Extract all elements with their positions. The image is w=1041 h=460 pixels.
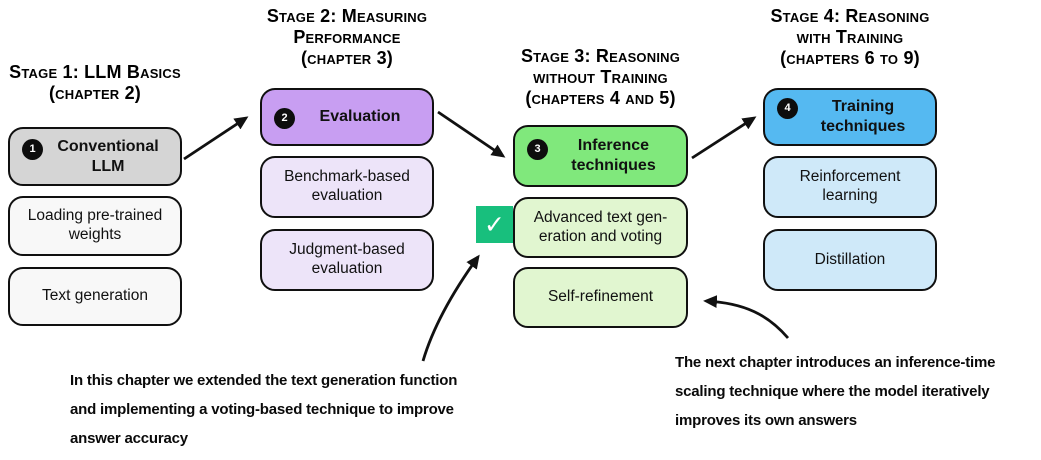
stage-4-title: Stage 4: Reasoning with Training (chapte… — [770, 6, 929, 69]
stage-1-title: Stage 1: LLM Basics (chapter 2) — [9, 62, 181, 104]
stage-3-title-line: without Training — [533, 67, 668, 87]
stage-4-title-line: (chapters 6 to 9) — [780, 48, 920, 68]
conventional-llm-box: 1 Conventional LLM — [8, 127, 182, 186]
training-techniques-label: Training techniques — [820, 98, 906, 135]
training-techniques-box: 4 Training techniques — [763, 88, 937, 146]
annotation-left-line: and implementing a voting-based techniqu… — [70, 401, 454, 418]
stage-2-title-line: Performance — [293, 27, 401, 47]
loading-pretrained-weights-label: Loading pre-trained weights — [27, 207, 163, 243]
annotation-right-line: improves its own answers — [675, 412, 857, 429]
stage-1-title-line: Stage 1: LLM Basics — [9, 62, 181, 82]
inference-techniques-box: 3 Inference techniques — [513, 125, 688, 187]
stage-1: Stage 1: LLM Basics (chapter 2) 1 Conven… — [8, 0, 182, 460]
self-refinement-box: Self-refinement — [513, 267, 688, 328]
benchmark-based-evaluation-box: Benchmark-based evaluation — [260, 156, 434, 218]
advanced-text-generation-voting-box: Advanced text gen-eration and voting — [513, 197, 688, 258]
benchmark-based-evaluation-label: Benchmark-based evaluation — [284, 168, 410, 204]
arrow-evaluation-to-inference — [437, 110, 506, 158]
checkmark-icon: ✓ — [484, 210, 505, 239]
stage-2-title: Stage 2: Measuring Performance (chapter … — [267, 6, 427, 69]
checkmark-badge: ✓ — [476, 206, 513, 243]
stage-2: Stage 2: Measuring Performance (chapter … — [260, 0, 434, 460]
conventional-llm-label: Conventional LLM — [57, 137, 159, 175]
judgment-based-evaluation-label: Judgment-based evaluation — [289, 241, 405, 277]
stage-3: Stage 3: Reasoning without Training (cha… — [513, 0, 688, 460]
step-3-badge: 3 — [527, 139, 548, 160]
stage-1-title-line: (chapter 2) — [48, 83, 142, 103]
evaluation-box: 2 Evaluation — [260, 88, 434, 146]
stage-2-title-line: Stage 2: Measuring — [266, 6, 428, 26]
annotation-left-line: answer accuracy — [70, 430, 188, 447]
self-refinement-label: Self-refinement — [547, 288, 654, 306]
annotation-right-line: scaling technique where the model iterat… — [675, 383, 990, 400]
stage-4: Stage 4: Reasoning with Training (chapte… — [763, 0, 937, 460]
stage-3-title-line: Stage 3: Reasoning — [520, 46, 681, 66]
step-4-badge: 4 — [777, 98, 798, 119]
stage-3-title: Stage 3: Reasoning without Training (cha… — [521, 46, 680, 109]
evaluation-label: Evaluation — [319, 108, 401, 126]
annotation-right: The next chapter introduces an inference… — [675, 348, 995, 435]
text-generation-label: Text generation — [42, 287, 148, 305]
reinforcement-learning-box: Reinforcement learning — [763, 156, 937, 218]
step-2-badge: 2 — [274, 108, 295, 129]
annotation-left: In this chapter we extended the text gen… — [70, 366, 457, 453]
step-1-badge: 1 — [22, 139, 43, 160]
stage-3-title-line: (chapters 4 and 5) — [525, 88, 676, 108]
judgment-based-evaluation-box: Judgment-based evaluation — [260, 229, 434, 291]
stage-2-title-line: (chapter 3) — [300, 48, 394, 68]
advanced-text-generation-voting-label: Advanced text gen-eration and voting — [533, 208, 668, 245]
distillation-box: Distillation — [763, 229, 937, 291]
loading-pretrained-weights-box: Loading pre-trained weights — [8, 196, 182, 256]
reinforcement-learning-label: Reinforcement learning — [799, 168, 901, 204]
annotation-right-line: The next chapter introduces an inference… — [675, 354, 996, 371]
arrow-llm-to-evaluation — [183, 116, 249, 161]
arrow-inference-to-training — [691, 116, 757, 160]
distillation-label: Distillation — [814, 250, 886, 268]
stage-4-title-line: Stage 4: Reasoning — [770, 6, 930, 26]
annotation-left-line: In this chapter we extended the text gen… — [70, 372, 458, 389]
stage-4-title-line: with Training — [796, 27, 904, 47]
inference-techniques-label: Inference techniques — [571, 137, 656, 174]
text-generation-box: Text generation — [8, 267, 182, 326]
